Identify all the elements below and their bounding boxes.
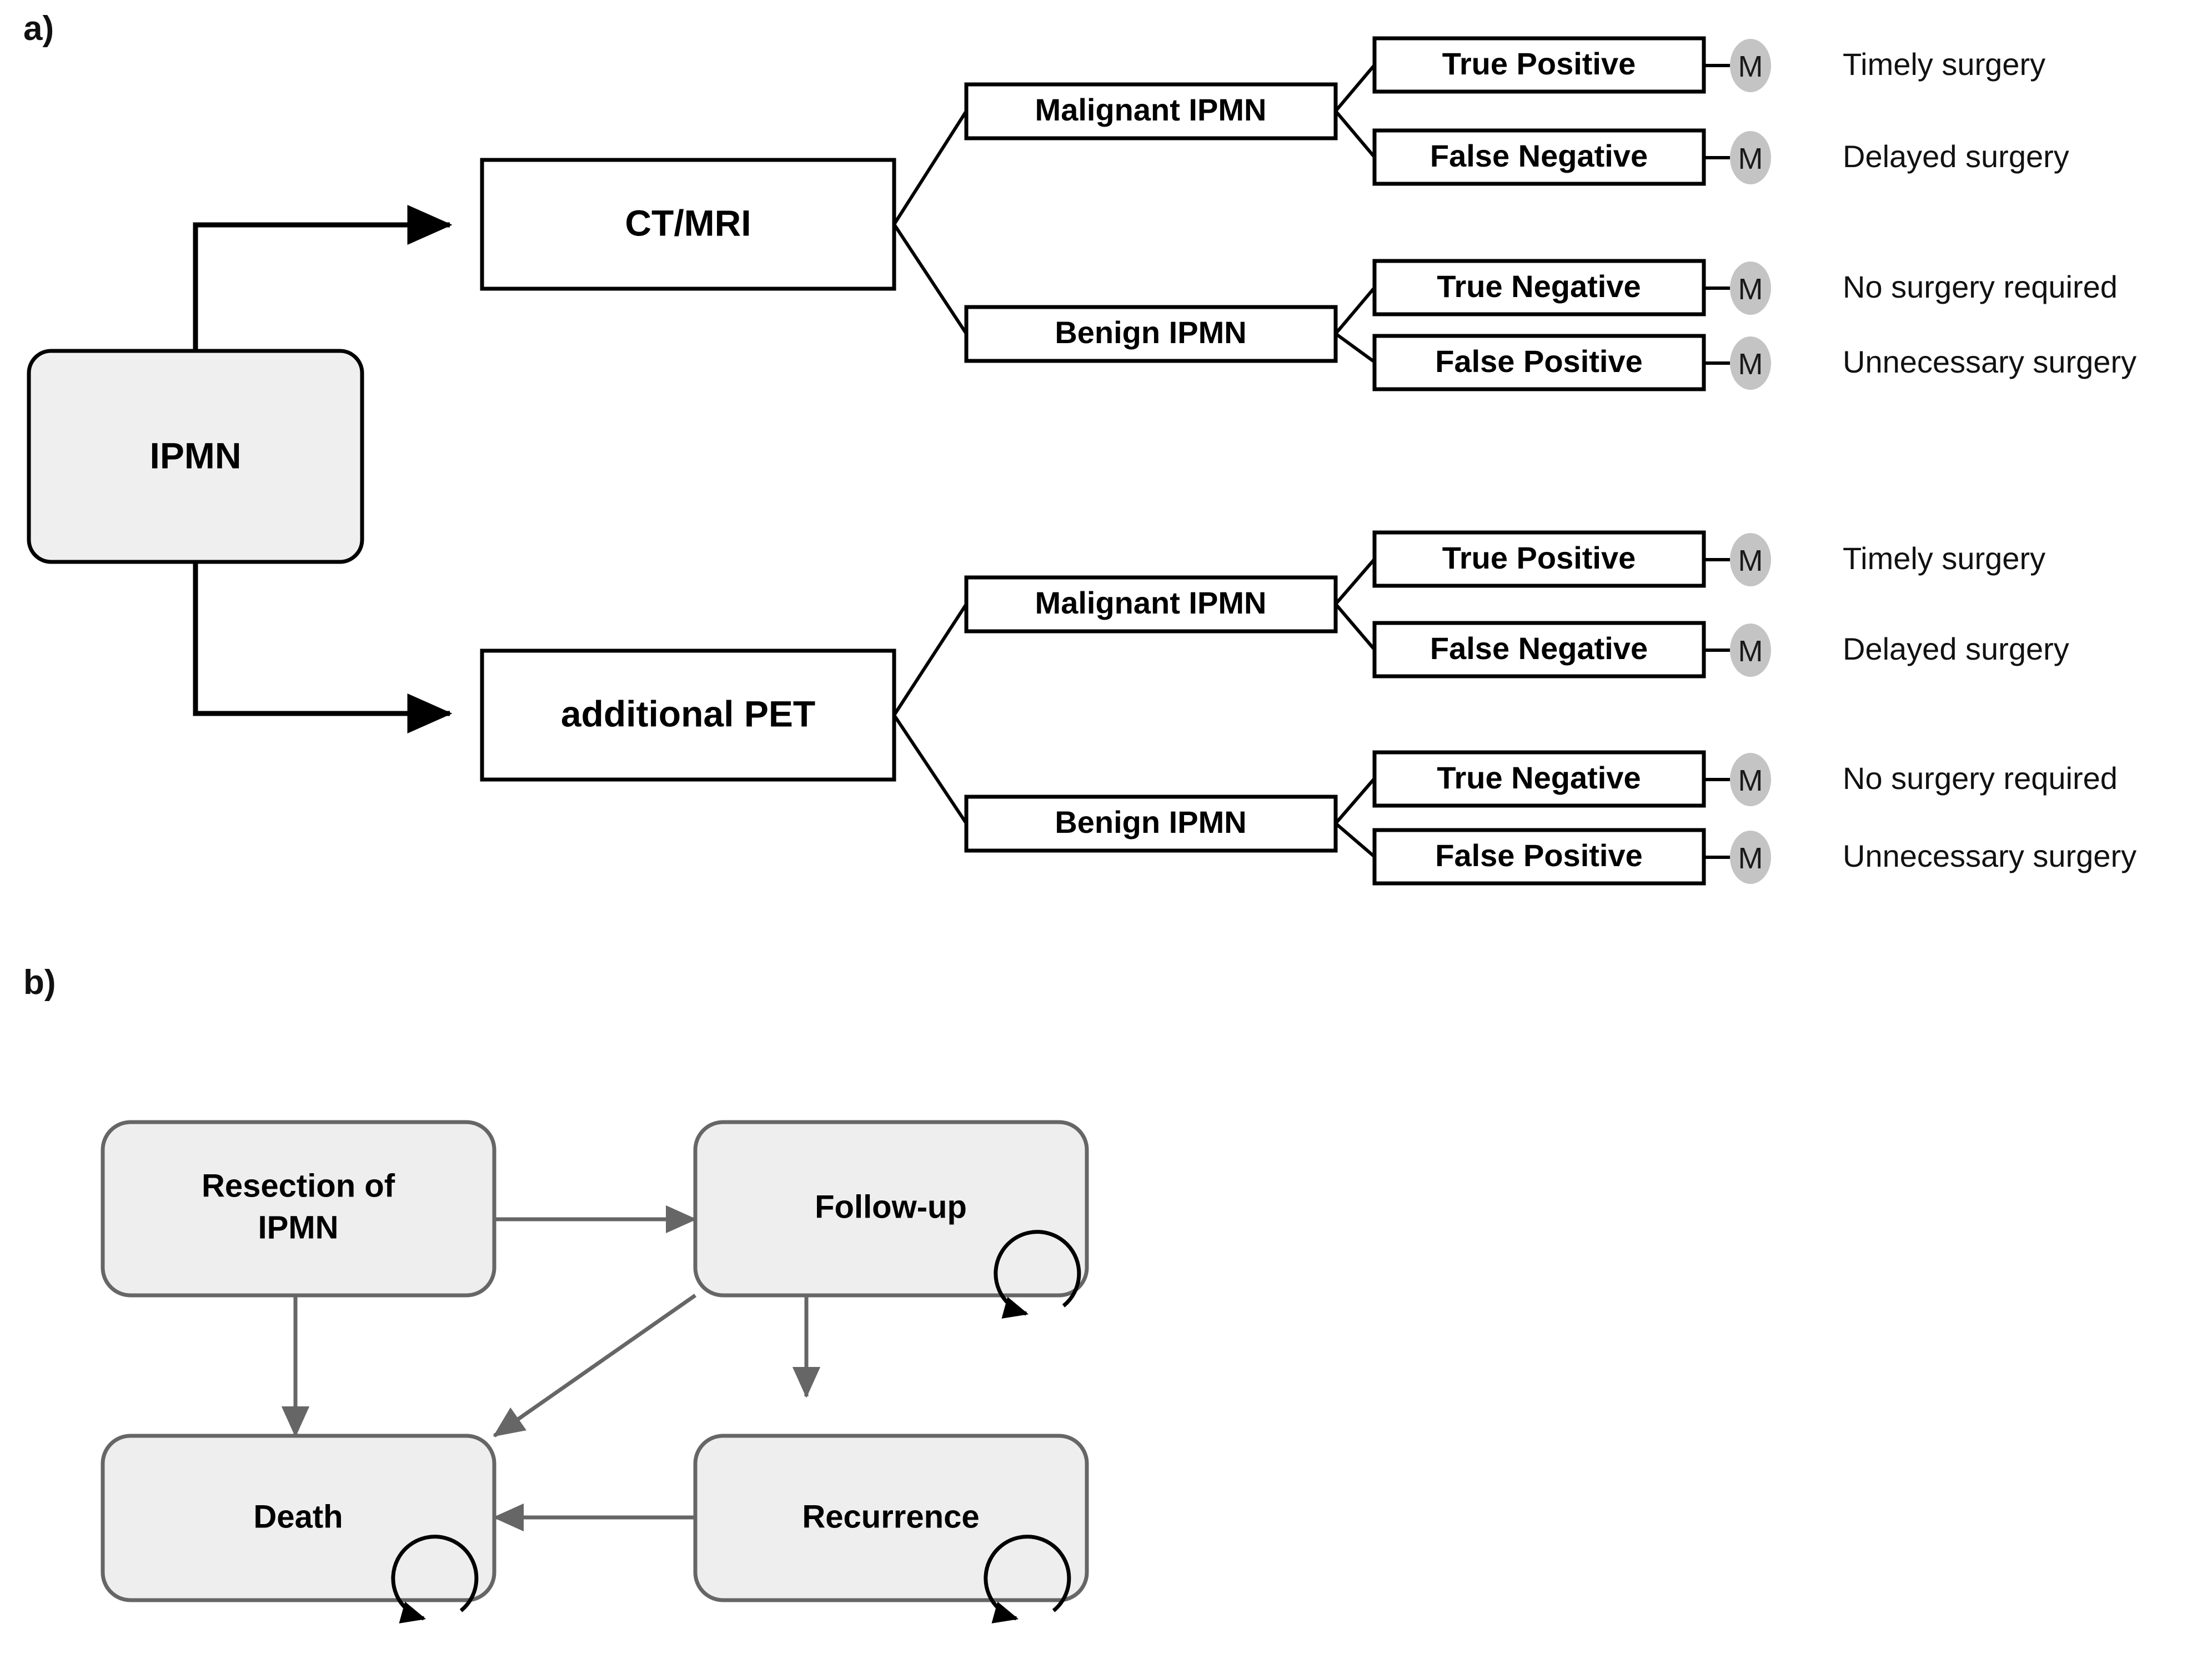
branch-benign-pet-to-tn [1334,777,1376,825]
consequence-fp-pet: Unnecessary surgery [1843,838,2136,873]
consequence-tn-ctmri: No surgery required [1843,269,2118,304]
branch-pet-to-malignant [892,603,968,716]
outcome-node-tn-ctmri-label: True Negative [1437,269,1641,304]
markov-marker-tn-ctmri-letter: M [1738,273,1763,306]
consequence-fn-pet: Delayed surgery [1843,631,2069,666]
panel-a-label: a) [23,9,54,48]
consequence-tn-pet: No surgery required [1843,761,2118,796]
outcome-node-fn-pet-label: False Negative [1430,631,1648,666]
consequence-fp-ctmri: Unnecessary surgery [1843,344,2136,379]
outcome-node-tn-pet[interactable] [1372,750,1706,808]
state-node-followup[interactable] [693,1120,1089,1298]
state-node-resection[interactable] [101,1120,496,1298]
markov-marker-fn-pet[interactable] [1730,624,1771,677]
markov-marker-tp-pet-letter: M [1738,544,1763,577]
self-loop-followup [994,1230,1081,1319]
markov-marker-fn-ctmri[interactable] [1730,131,1771,184]
markov-marker-fn-pet-letter: M [1738,635,1763,668]
markov-marker-fp-ctmri-letter: M [1738,348,1763,381]
state-node-death-label: Death [253,1499,343,1535]
state-node-benign-pet[interactable] [964,795,1338,853]
branch-ctmri-to-benign [892,223,968,335]
markov-marker-fp-pet[interactable] [1730,831,1771,884]
connector-root-to-pet [193,562,453,733]
state-node-resection-label-line1: Resection of [202,1168,395,1204]
outcome-node-fp-ctmri[interactable] [1372,334,1706,391]
outcome-node-tp-pet[interactable] [1372,530,1706,588]
outcome-node-fn-ctmri[interactable] [1372,128,1706,186]
state-node-benign-ctmri-label: Benign IPMN [1055,315,1246,350]
root-node-label: IPMN [150,435,242,476]
state-node-benign-pet-label: Benign IPMN [1055,805,1246,839]
state-node-resection-label-line2: IPMN [258,1209,339,1245]
markov-marker-tp-ctmri-letter: M [1738,50,1763,83]
outcome-node-tp-ctmri-label: True Positive [1442,46,1636,81]
branch-malignant-ctmri-to-tp [1334,64,1376,112]
edge-followup-death [493,1294,697,1437]
outcome-node-tp-pet-label: True Positive [1442,540,1636,575]
strategy-node-pet[interactable] [480,649,896,782]
outcome-node-fp-ctmri-label: False Positive [1435,344,1643,379]
markov-marker-tn-pet[interactable] [1730,753,1771,806]
state-node-malignant-pet-label: Malignant IPMN [1035,585,1267,620]
state-node-malignant-ctmri-label: Malignant IPMN [1035,92,1267,127]
outcome-node-tn-pet-label: True Negative [1437,760,1641,795]
connector-root-to-ctmri [193,205,453,351]
self-loop-death [391,1535,479,1623]
markov-marker-tn-ctmri[interactable] [1730,262,1771,315]
markov-marker-fp-pet-letter: M [1738,842,1763,875]
branch-benign-ctmri-to-fp [1335,332,1376,364]
strategy-node-ctmri-label: CT/MRI [625,202,751,243]
branch-malignant-ctmri-to-fn [1334,110,1376,158]
consequence-tp-ctmri: Timely surgery [1843,47,2045,82]
branch-ctmri-to-malignant [892,110,968,225]
state-node-followup-label: Follow-up [815,1189,967,1225]
panel-b-label: b) [23,963,56,1002]
markov-marker-fn-ctmri-letter: M [1738,142,1763,175]
markov-marker-fp-ctmri[interactable] [1730,336,1771,390]
state-node-malignant-ctmri[interactable] [964,82,1338,140]
outcome-node-fp-pet[interactable] [1372,828,1706,886]
outcome-node-fn-pet[interactable] [1372,621,1706,678]
outcome-node-tn-ctmri[interactable] [1372,259,1706,316]
state-node-benign-ctmri[interactable] [964,305,1338,363]
branch-benign-ctmri-to-tn [1334,286,1376,335]
consequence-tp-pet: Timely surgery [1843,541,2045,576]
branch-benign-pet-to-fp [1335,822,1376,858]
outcome-node-fp-pet-label: False Positive [1435,838,1643,873]
markov-marker-tp-ctmri[interactable] [1730,39,1771,92]
markov-marker-tn-pet-letter: M [1738,764,1763,797]
outcome-node-fn-ctmri-label: False Negative [1430,138,1648,173]
strategy-node-pet-label: additional PET [561,693,815,734]
self-loop-recurrence [984,1535,1071,1623]
consequence-fn-ctmri: Delayed surgery [1843,139,2069,174]
state-node-recurrence-label: Recurrence [802,1499,979,1535]
branch-malignant-pet-to-fn [1334,603,1376,651]
branch-malignant-pet-to-tp [1334,558,1376,605]
markov-marker-tp-pet[interactable] [1730,533,1771,586]
strategy-node-ctmri[interactable] [480,158,896,291]
branch-pet-to-benign [892,714,968,825]
